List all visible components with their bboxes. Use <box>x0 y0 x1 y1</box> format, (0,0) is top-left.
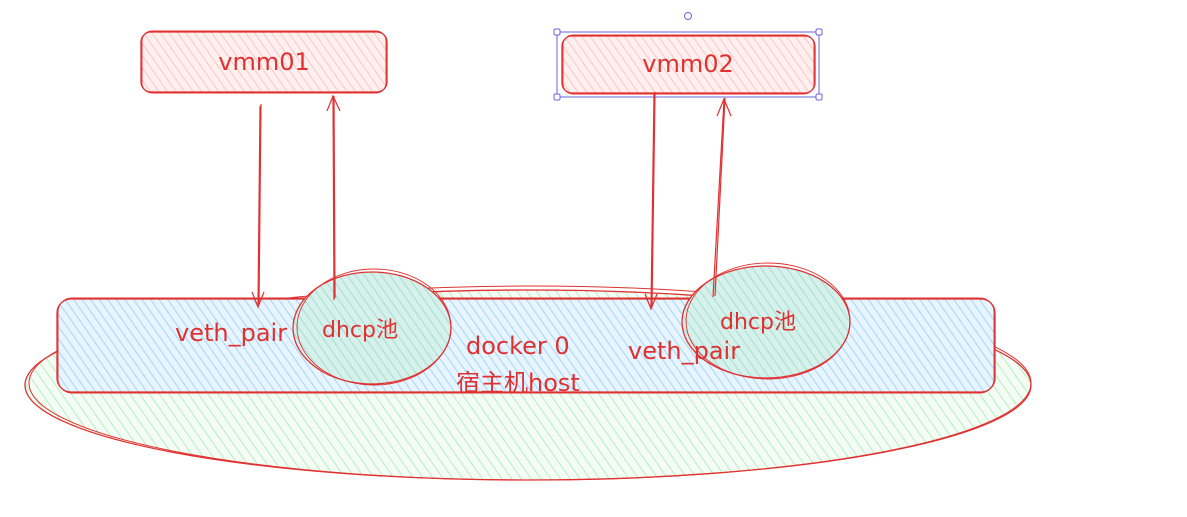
selection-handle-bottom-right[interactable] <box>815 93 823 101</box>
host-label: 宿主机host <box>456 369 580 397</box>
arrow-vmm01-to-veth1[interactable] <box>251 103 265 309</box>
arrow-vmm02-to-veth2[interactable] <box>644 91 658 311</box>
selection-handle-top-left[interactable] <box>553 28 561 36</box>
vmm02-box[interactable] <box>561 34 816 95</box>
vmm02-label: vmm02 <box>642 50 734 78</box>
selection-frame[interactable] <box>553 12 823 101</box>
dhcp-pool-1-ellipse[interactable] <box>292 268 452 386</box>
dhcp-pool-1-label: dhcp池 <box>322 318 398 343</box>
selection-handle-top-right[interactable] <box>815 28 823 36</box>
selection-handle-bottom-left[interactable] <box>553 93 561 101</box>
vmm01-box[interactable] <box>140 30 388 94</box>
veth-pair-1-label: veth_pair <box>175 319 287 347</box>
docker0-label: docker 0 <box>466 332 570 360</box>
rotation-handle[interactable] <box>684 12 692 20</box>
vmm01-label: vmm01 <box>218 48 310 76</box>
veth-pair-2-label: veth_pair <box>628 337 740 365</box>
dhcp-pool-2-ellipse[interactable] <box>681 262 851 380</box>
dhcp-pool-2-label: dhcp池 <box>720 310 796 335</box>
arrow-dhcp1-to-vmm01[interactable] <box>326 94 341 301</box>
arrow-dhcp2-to-vmm02[interactable] <box>712 97 732 298</box>
